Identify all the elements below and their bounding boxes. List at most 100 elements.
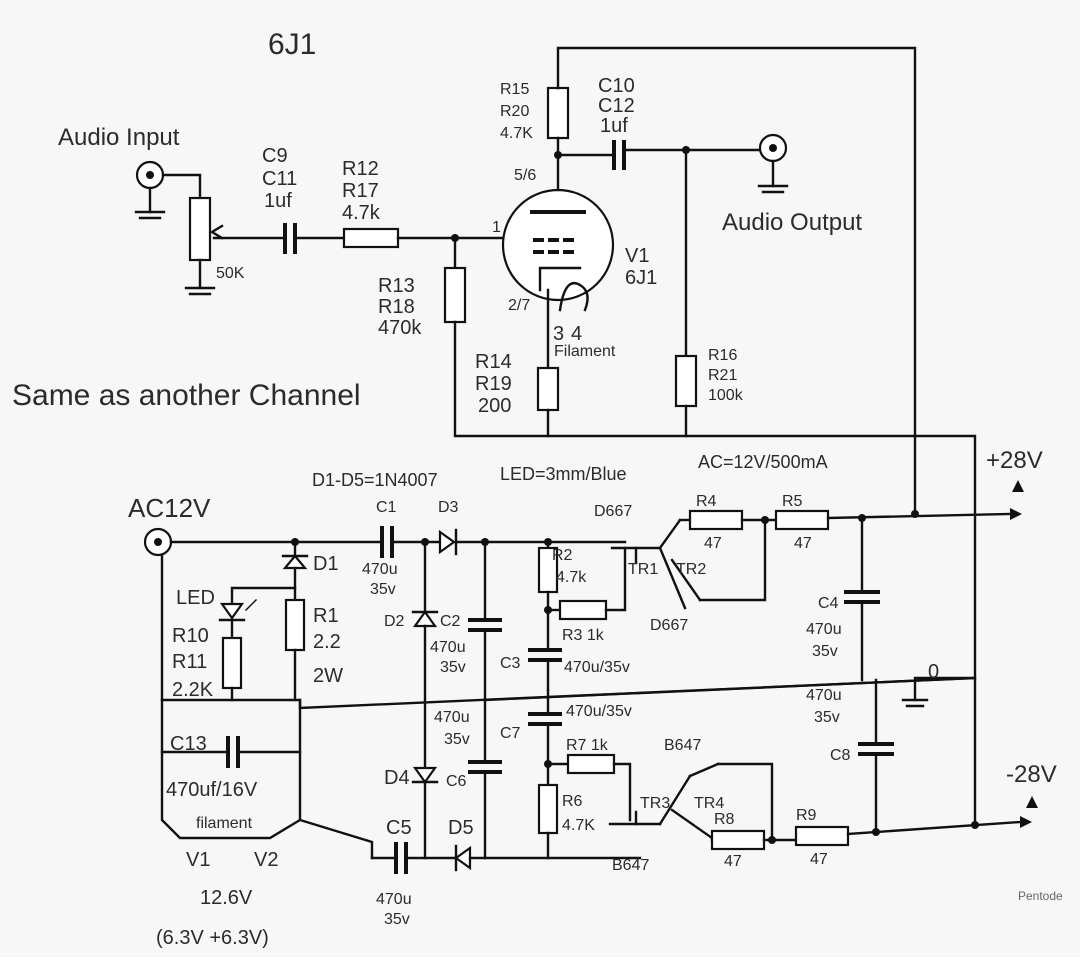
- filament-v2-label: V2: [254, 849, 278, 871]
- resistor-r1: [284, 598, 306, 652]
- capacitor-c7: [528, 712, 562, 726]
- resistor-r5: [774, 509, 830, 531]
- tube-type: 6J1: [625, 267, 657, 289]
- pot-value: 50K: [216, 265, 245, 282]
- c8-value: 470u: [806, 687, 842, 704]
- c3-value: 470u/35v: [564, 659, 630, 676]
- r16-label: R16: [708, 347, 737, 364]
- diagram-title: 6J1: [268, 28, 316, 61]
- plus-28v-label: +28V: [986, 447, 1043, 474]
- resistor-r14-r19: [536, 366, 560, 412]
- c7-label: C7: [500, 725, 521, 742]
- c2-voltage: 35v: [440, 659, 466, 676]
- b647-top-label: B647: [664, 737, 701, 754]
- transistor-tr3: [608, 810, 662, 826]
- d3-label: D3: [438, 499, 459, 516]
- c6-value: 470u: [434, 709, 470, 726]
- resistor-r3: [558, 599, 608, 621]
- capacitor-c5: [394, 842, 408, 874]
- same-as-channel-note: Same as another Channel: [12, 379, 361, 412]
- pin-fil-b: 4: [571, 323, 582, 345]
- c11-label: C11: [262, 168, 297, 190]
- filament-label: Filament: [554, 343, 616, 360]
- filament-voltage-split: (6.3V +6.3V): [156, 927, 269, 949]
- d667-top-label: D667: [594, 503, 632, 520]
- c8-label: C8: [830, 747, 851, 764]
- capacitor-c9-c11: [283, 223, 297, 254]
- r9-value: 47: [810, 851, 828, 868]
- r2-value: 4.7k: [556, 569, 587, 586]
- r12-label: R12: [342, 158, 379, 180]
- capacitor-c4: [844, 590, 880, 604]
- pin-plate-label: 5/6: [514, 167, 536, 184]
- diode-d1: [281, 554, 309, 570]
- r17-label: R17: [342, 180, 379, 202]
- r4-label: R4: [696, 493, 717, 510]
- ac12v-label: AC12V: [128, 493, 211, 523]
- capacitor-c10-c12: [612, 140, 626, 170]
- pin-grid-label: 1: [492, 219, 501, 236]
- resistor-r16-r21: [674, 354, 698, 408]
- r19-label: R19: [475, 373, 512, 395]
- r3-label: R3 1k: [562, 627, 605, 644]
- capacitor-c1: [380, 526, 394, 558]
- b647-bot-label: B647: [612, 857, 649, 874]
- tube-ref: V1: [625, 245, 649, 267]
- r20-label: R20: [500, 103, 529, 120]
- corner-note: Pentode: [1018, 889, 1063, 903]
- r10-label: R10: [172, 625, 209, 647]
- resistor-r15-r20: [546, 86, 570, 140]
- r13-label: R13: [378, 275, 415, 297]
- potentiometer: [184, 196, 224, 296]
- c4-voltage: 35v: [812, 643, 838, 660]
- c5-label: C5: [386, 817, 412, 839]
- r2-label: R2: [552, 547, 573, 564]
- r1-label: R1: [313, 605, 339, 627]
- filament-v1-label: V1: [186, 849, 210, 871]
- r7-label: R7 1k: [566, 737, 609, 754]
- resistor-r12-r17: [342, 227, 400, 249]
- r6-value: 4.7K: [562, 817, 595, 834]
- c6-label: C6: [446, 773, 467, 790]
- c4-value: 470u: [806, 621, 842, 638]
- d2-label: D2: [384, 613, 405, 630]
- capacitor-c13: [226, 736, 240, 768]
- capacitor-c2: [468, 618, 502, 632]
- transistor-tr4: [658, 762, 720, 840]
- r11-label: R11: [172, 651, 207, 673]
- led-spec: LED=3mm/Blue: [500, 464, 627, 484]
- r6-label: R6: [562, 793, 583, 810]
- r14-label: R14: [475, 351, 512, 373]
- r1-value: 2.2: [313, 631, 341, 653]
- r8-value: 47: [724, 853, 742, 870]
- resistor-r6: [537, 783, 559, 835]
- tr2-label: TR2: [676, 561, 706, 578]
- transistor-tr1: [610, 546, 662, 564]
- resistor-r4: [688, 509, 744, 531]
- r15-label: R15: [500, 81, 529, 98]
- minus-28v-label: -28V: [1006, 761, 1057, 788]
- audio-input-jack: [134, 160, 166, 220]
- c4-label: C4: [818, 595, 839, 612]
- zero-terminal-label: 0: [928, 661, 939, 683]
- r18-label: R18: [378, 296, 415, 318]
- diode-d4: [411, 766, 439, 784]
- c5-voltage: 35v: [384, 911, 410, 928]
- c2-label: C2: [440, 613, 461, 630]
- resistor-r8: [710, 829, 766, 851]
- r-cath-value: 200: [478, 395, 511, 417]
- pin-cathode-label: 2/7: [508, 297, 530, 314]
- resistor-r7: [566, 753, 616, 775]
- c-out-value: 1uf: [600, 115, 628, 137]
- c9-label: C9: [262, 145, 288, 167]
- capacitor-c8: [858, 742, 894, 756]
- c1-value: 470u: [362, 561, 398, 578]
- c8-voltage: 35v: [814, 709, 840, 726]
- c12-label: C12: [598, 95, 635, 117]
- c2-value: 470u: [430, 639, 466, 656]
- tr4-label: TR4: [694, 795, 724, 812]
- transistor-tr2: [658, 518, 702, 610]
- c5-value: 470u: [376, 891, 412, 908]
- tr3-label: TR3: [640, 795, 670, 812]
